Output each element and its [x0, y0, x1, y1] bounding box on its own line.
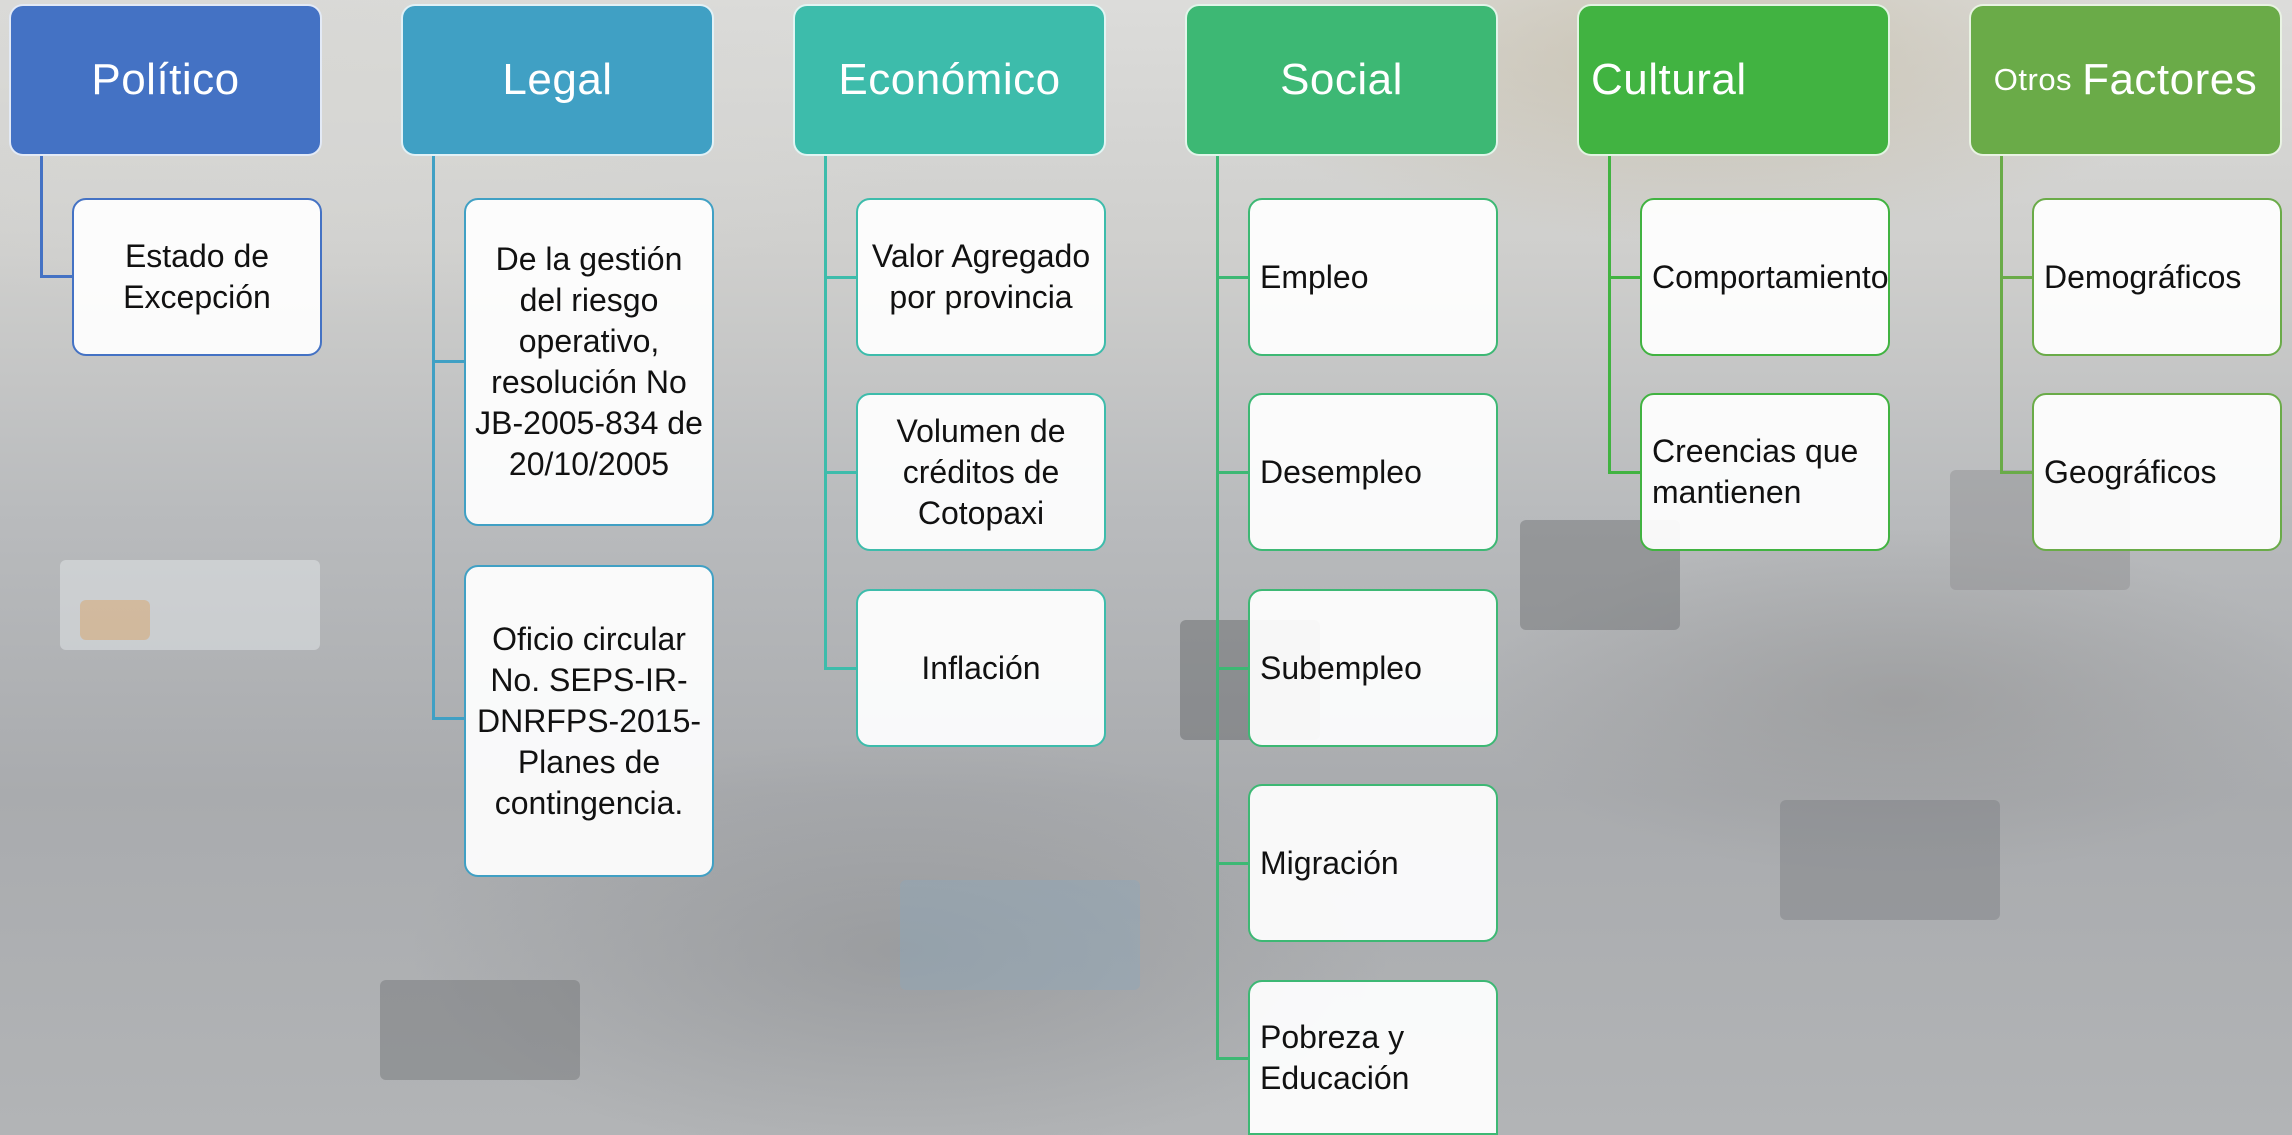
node-valor-agregado: Valor Agregado por provincia [856, 198, 1106, 356]
node-oficio-circular: Oficio circular No. SEPS-IR-DNRFPS-2015-… [464, 565, 714, 877]
header-label: Político [91, 55, 240, 104]
node-demograficos: Demográficos [2032, 198, 2282, 356]
node-geograficos: Geográficos [2032, 393, 2282, 551]
connector-line [1216, 1057, 1249, 1060]
node-estado-de-excepcion: Estado de Excepción [72, 198, 322, 356]
header-otros-factores: Otros Factores [1969, 4, 2282, 156]
node-inflacion: Inflación [856, 589, 1106, 747]
connector-line [2000, 156, 2003, 474]
bg-rooftop [60, 560, 320, 650]
header-label: Factores [2082, 55, 2258, 104]
connector-line [1216, 471, 1249, 474]
connector-line [432, 360, 465, 363]
connector-line [1608, 156, 1611, 474]
node-label: Inflación [921, 649, 1041, 686]
node-label: Comportamiento [1652, 258, 1889, 295]
node-label: Desempleo [1260, 453, 1422, 490]
node-label: Demográficos [2044, 258, 2242, 295]
connector-line [1608, 471, 1641, 474]
node-pobreza-educacion: Pobreza y Educación [1248, 980, 1498, 1135]
connector-line [432, 156, 435, 720]
connector-line [40, 275, 73, 278]
bg-rooftop [1780, 800, 2000, 920]
node-desempleo: Desempleo [1248, 393, 1498, 551]
connector-line [2000, 276, 2033, 279]
connector-line [1216, 667, 1249, 670]
connector-line [824, 276, 857, 279]
node-comportamiento: Comportamiento [1640, 198, 1890, 356]
connector-line [40, 156, 43, 278]
connector-line [1216, 156, 1219, 1060]
connector-line [1608, 276, 1641, 279]
connector-line [824, 156, 827, 670]
node-label: Geográficos [2044, 453, 2217, 490]
header-small-label: Otros [1993, 62, 2073, 97]
node-label: De la gestión del riesgo operativo, reso… [475, 241, 703, 482]
bg-rooftop [900, 880, 1140, 990]
header-label: Cultural [1591, 55, 1747, 104]
header-label: Social [1280, 55, 1403, 104]
bg-rooftop [380, 980, 580, 1080]
node-label: Migración [1260, 844, 1399, 881]
header-label: Legal [502, 55, 613, 104]
connector-line [824, 471, 857, 474]
node-creencias: Creencias que mantienen [1640, 393, 1890, 551]
connector-line [1216, 276, 1249, 279]
node-empleo: Empleo [1248, 198, 1498, 356]
header-cultural: Cultural [1577, 4, 1890, 156]
node-label: Subempleo [1260, 649, 1422, 686]
connector-line [824, 667, 857, 670]
node-label: Volumen de créditos de Cotopaxi [896, 412, 1066, 531]
node-label: Valor Agregado por provincia [871, 238, 1091, 315]
connector-line [432, 717, 465, 720]
header-label: Económico [838, 55, 1061, 104]
connector-line [1216, 862, 1249, 865]
header-economico: Económico [793, 4, 1106, 156]
node-label: Creencias que mantienen [1652, 433, 1859, 510]
node-migracion: Migración [1248, 784, 1498, 942]
node-label: Estado de Excepción [123, 238, 271, 315]
bg-rooftop [80, 600, 150, 640]
header-social: Social [1185, 4, 1498, 156]
connector-line [2000, 471, 2033, 474]
node-subempleo: Subempleo [1248, 589, 1498, 747]
node-label: Empleo [1260, 258, 1369, 295]
node-label: Pobreza y Educación [1260, 1018, 1410, 1096]
node-label: Oficio circular No. SEPS-IR-DNRFPS-2015-… [476, 620, 702, 821]
header-politico: Político [9, 4, 322, 156]
header-legal: Legal [401, 4, 714, 156]
node-volumen-creditos: Volumen de créditos de Cotopaxi [856, 393, 1106, 551]
node-gestion-riesgo-operativo: De la gestión del riesgo operativo, reso… [464, 198, 714, 526]
